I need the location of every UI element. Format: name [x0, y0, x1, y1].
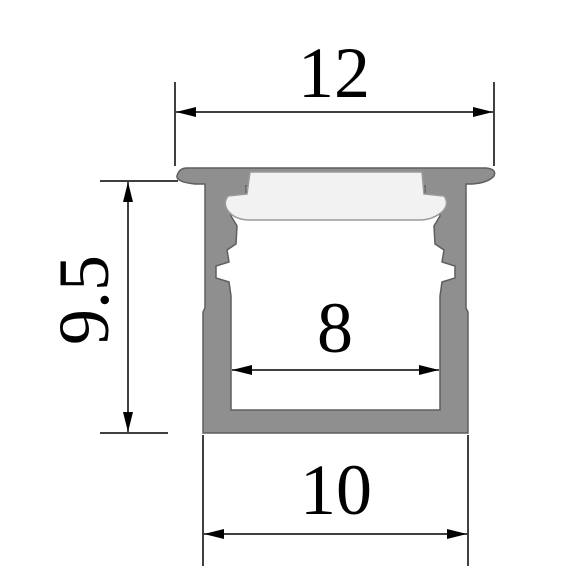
height-label: 9.5 — [44, 255, 124, 345]
top-width-label: 12 — [298, 33, 370, 113]
diffuser-lens — [224, 171, 448, 221]
inner-width-label: 8 — [317, 288, 353, 368]
bottom-width-label: 10 — [300, 450, 372, 530]
aluminium-profile — [176, 167, 496, 434]
